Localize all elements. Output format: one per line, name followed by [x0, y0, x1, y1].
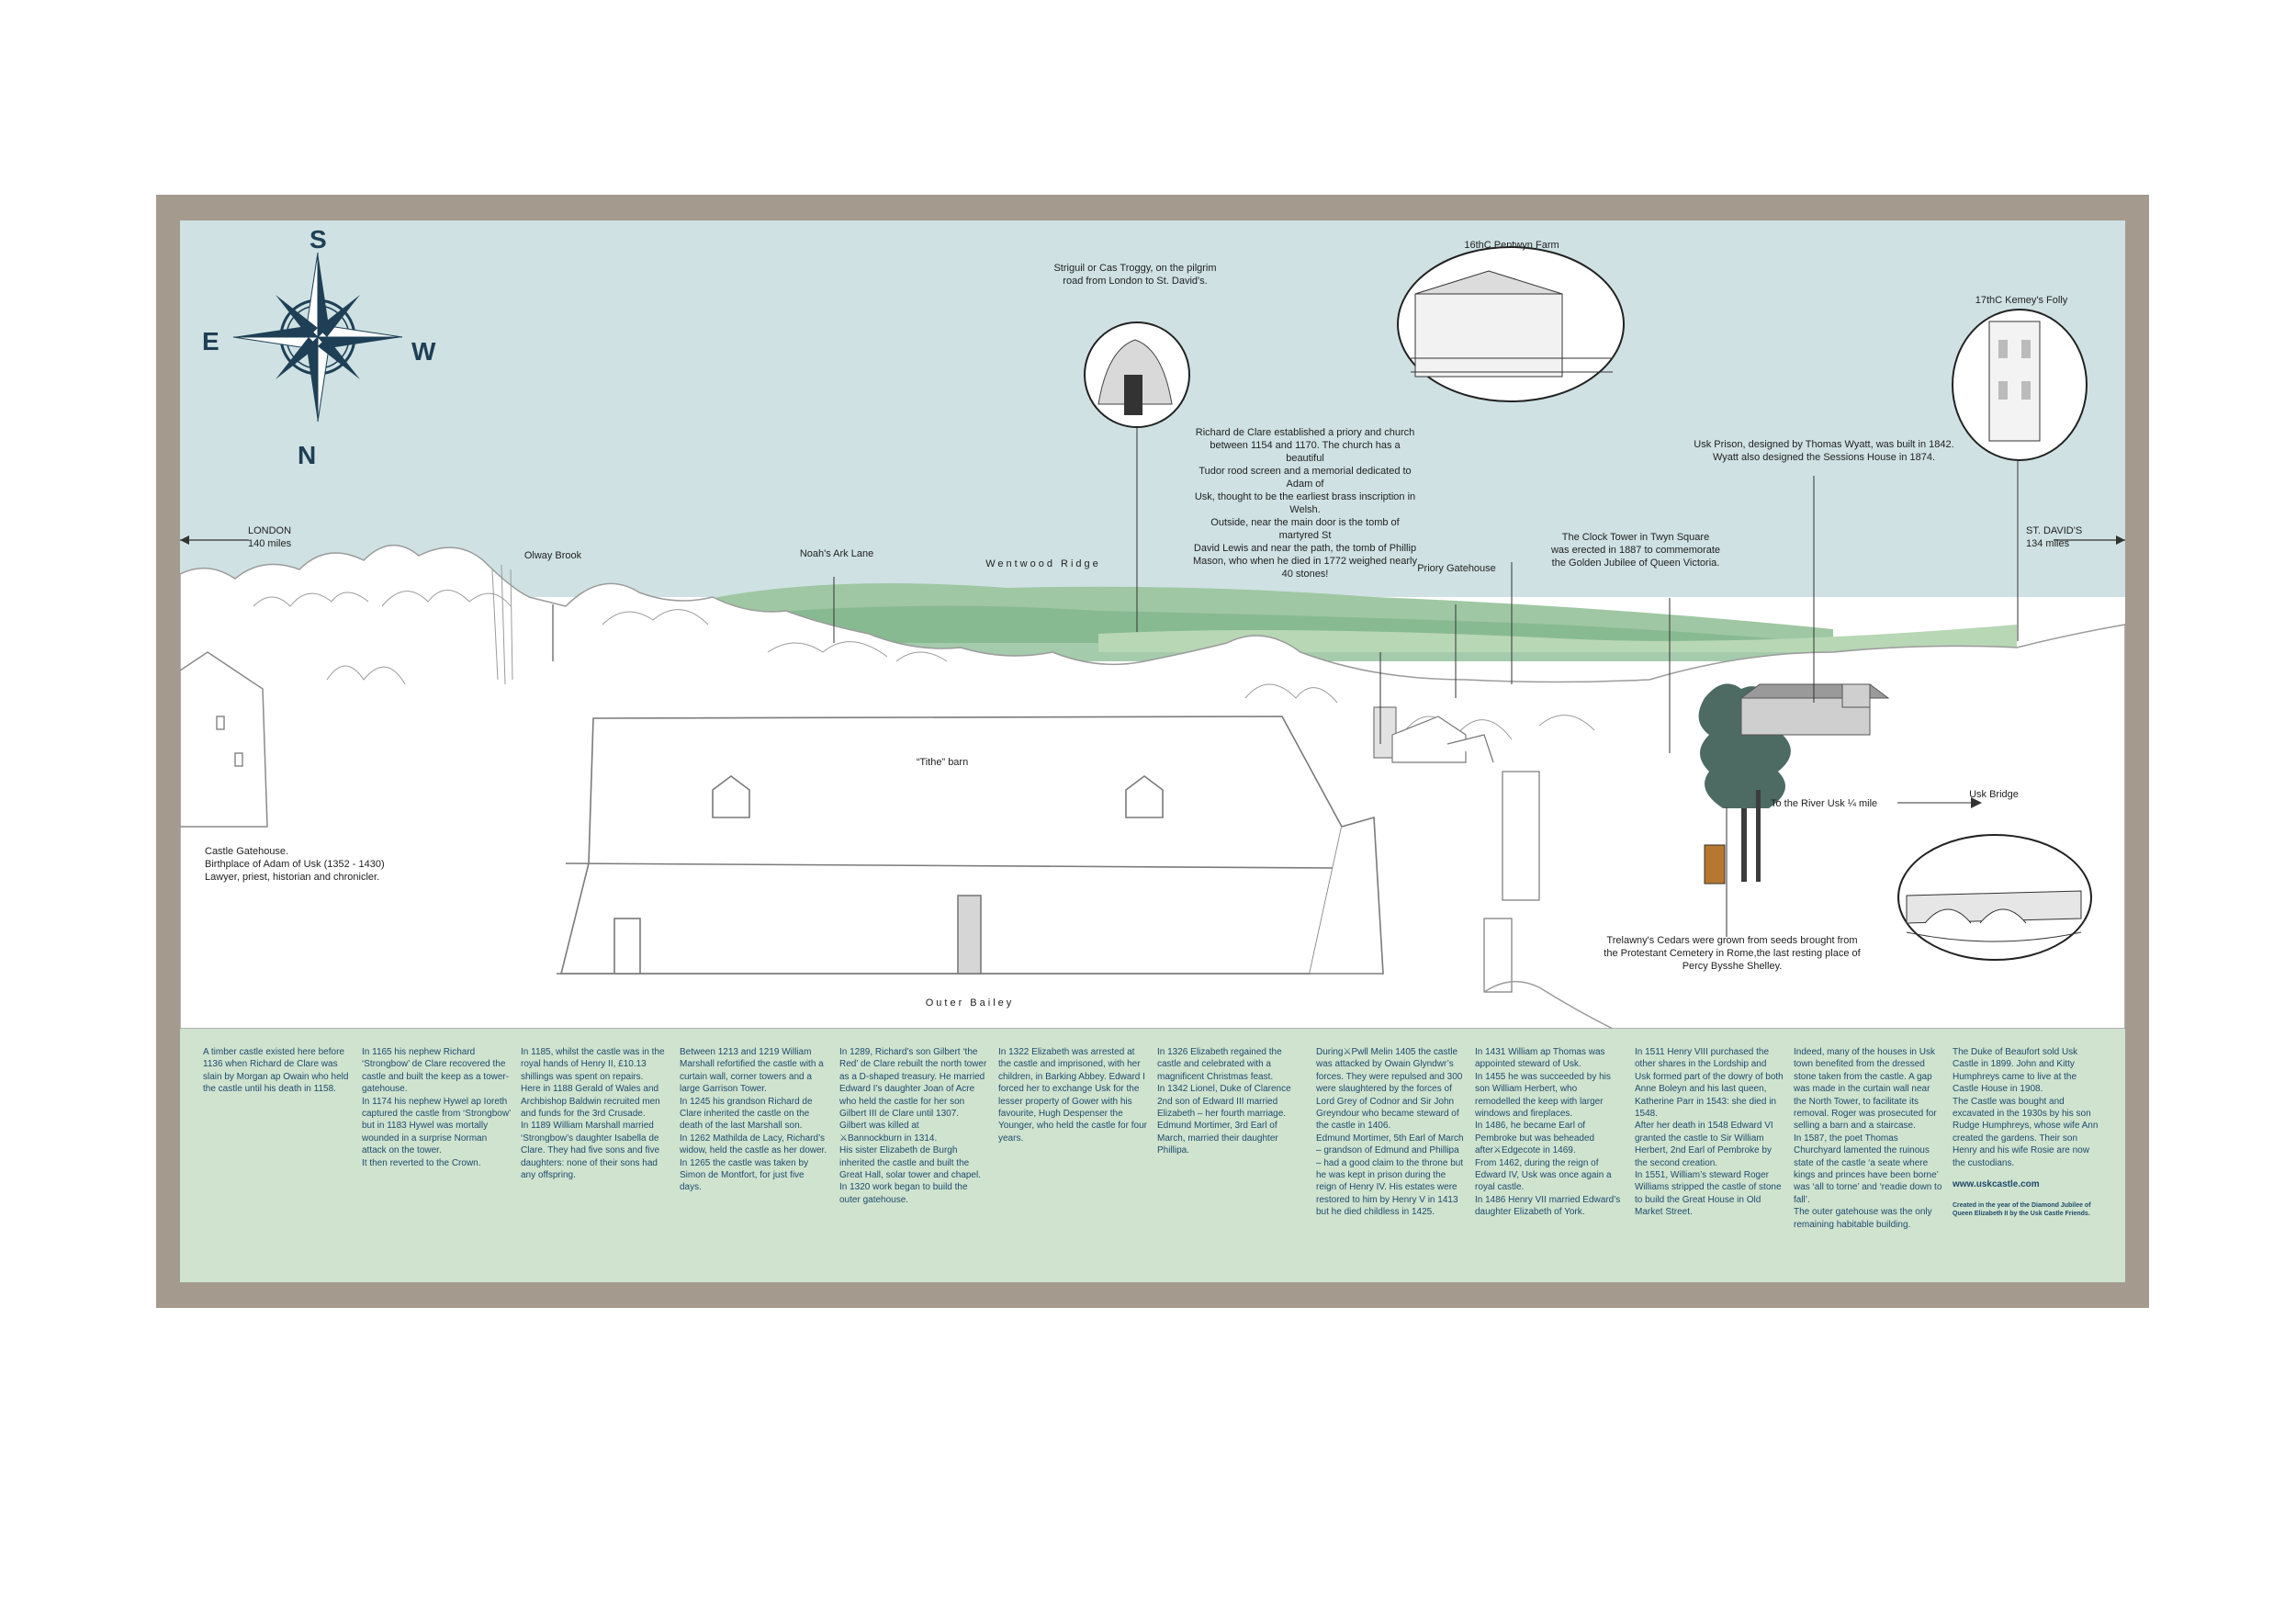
compass-east: E — [202, 327, 219, 355]
label-olway-brook: Olway Brook — [523, 550, 582, 561]
striguil-vignette — [1084, 321, 1190, 428]
credit-note: Created in the year of the Diamond Jubil… — [1953, 1202, 2091, 1218]
crossed-swords-icon: ⚔ — [1343, 1047, 1352, 1057]
label-usk-prison: Usk Prison, designed by Thomas Wyatt, wa… — [1694, 439, 1954, 463]
priory-church — [1373, 706, 1540, 993]
history-col-10: In 1511 Henry VIII purchased the other s… — [1635, 1047, 1784, 1218]
history-col-7: In 1326 Elizabeth regained the castle an… — [1157, 1047, 1291, 1156]
history-col-1: A timber castle existed here before 1136… — [203, 1047, 349, 1095]
history-col-6: In 1322 Elizabeth was arrested at the ca… — [998, 1047, 1147, 1144]
history-col-9: In 1431 William ap Thomas was appointed … — [1475, 1047, 1621, 1218]
arrow-right-icon — [1971, 797, 1982, 808]
usk-prison — [1739, 683, 1890, 736]
label-priory-church: Richard de Clare established a priory an… — [1193, 427, 1417, 580]
tithe-barn — [557, 716, 1384, 975]
history-col-8: During⚔Pwll Melin 1405 the castle was at… — [1316, 1047, 1464, 1218]
label-tithe-barn: “Tithe” barn — [916, 757, 969, 768]
history-timeline: A timber castle existed here before 1136… — [180, 1029, 2125, 1282]
castle-gatehouse — [180, 651, 268, 828]
arrow-left-icon — [180, 535, 189, 545]
label-river-usk: To the River Usk ¼ mile — [1771, 798, 1878, 809]
far-hills-band-2 — [1098, 625, 2017, 652]
label-wentwood-ridge: Wentwood Ridge — [985, 558, 1101, 569]
history-col-11: Indeed, many of the houses in Usk town b… — [1794, 1047, 1942, 1230]
label-usk-bridge: Usk Bridge — [1969, 789, 2019, 800]
history-col-2: In 1165 his nephew Richard ‘Strongbow’ d… — [362, 1047, 511, 1168]
history-col-12: The Duke of Beaufort sold Usk Castle in … — [1953, 1046, 2101, 1218]
castle-path — [1483, 980, 1614, 1029]
history-col-3: In 1185, whilst the castle was in the ro… — [521, 1047, 665, 1181]
castle-panorama — [180, 246, 2125, 1029]
label-noahs-ark-lane: Noah's Ark Lane — [799, 548, 874, 559]
kemeys-folly-vignette — [1952, 309, 2088, 461]
arrow-right-icon — [2116, 535, 2125, 545]
crossed-swords-icon: ⚔ — [839, 1133, 848, 1144]
usk-bridge-vignette — [1897, 834, 2092, 961]
compass-south: S — [310, 225, 327, 254]
label-kemeys-folly: 17thC Kemey's Folly — [1975, 295, 2068, 306]
history-col-5: In 1289, Richard’s son Gilbert ‘the Red’… — [839, 1047, 987, 1205]
compass-rose-icon — [232, 252, 403, 423]
history-col-4: Between 1213 and 1219 William Marshall r… — [680, 1047, 827, 1193]
label-pentwyn-farm: 16thC Pentwyn Farm — [1464, 240, 1559, 251]
website-link[interactable]: www.uskcastle.com — [1953, 1179, 2040, 1190]
pentwyn-farm-vignette — [1397, 246, 1625, 402]
crossed-swords-icon: ⚔ — [1493, 1145, 1502, 1156]
label-priory-gatehouse: Priory Gatehouse — [1417, 563, 1496, 574]
label-castle-gatehouse: Castle Gatehouse.Birthplace of Adam of U… — [205, 846, 385, 883]
label-trelawnys-cedars: Trelawny's Cedars were grown from seeds … — [1604, 935, 1861, 972]
compass-north: N — [298, 441, 317, 469]
compass-west: W — [411, 337, 436, 366]
label-outer-bailey: Outer Bailey — [925, 997, 1015, 1009]
